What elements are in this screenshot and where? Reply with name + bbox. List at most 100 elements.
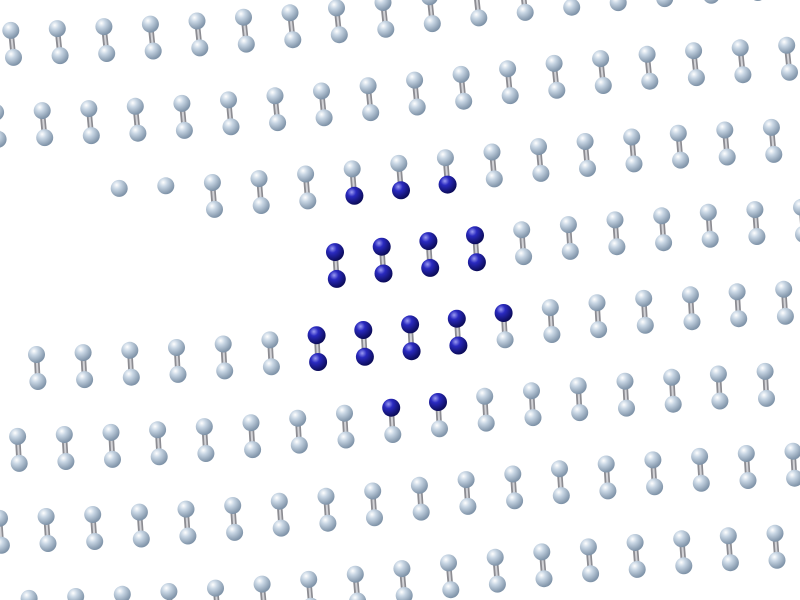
- defect-atom: [419, 232, 438, 251]
- lattice-atom: [86, 533, 104, 550]
- lattice-atom: [486, 548, 504, 566]
- lattice-atom: [561, 242, 579, 260]
- lattice-atom: [76, 371, 94, 389]
- lattice-atom: [599, 482, 617, 500]
- lattice-atom: [319, 514, 337, 532]
- lattice-atom: [250, 170, 268, 188]
- defect-atom: [438, 175, 457, 194]
- lattice-atom: [290, 436, 308, 454]
- lattice-atom: [655, 234, 673, 252]
- lattice-atom: [126, 97, 144, 115]
- lattice-atom: [515, 248, 533, 266]
- lattice-atom: [270, 492, 288, 510]
- lattice-atom: [226, 523, 244, 541]
- lattice-atom: [197, 445, 215, 462]
- lattice-atom: [691, 447, 709, 465]
- lattice-atom: [366, 509, 383, 527]
- lattice-atom: [701, 230, 719, 248]
- lattice-atom: [504, 465, 522, 483]
- lattice-atom: [545, 54, 563, 72]
- lattice-atom: [606, 211, 624, 229]
- lattice-atom: [284, 31, 302, 49]
- lattice-atom: [191, 39, 209, 57]
- lattice-atom: [177, 500, 195, 518]
- defect-atom: [401, 315, 420, 334]
- lattice-atom: [207, 579, 224, 597]
- lattice-atom: [157, 177, 175, 195]
- lattice-atom: [672, 151, 690, 169]
- lattice-atom: [406, 71, 424, 89]
- lattice-atom: [237, 35, 255, 53]
- lattice-atom: [739, 472, 757, 489]
- lattice-atom: [337, 431, 355, 449]
- lattice-atom: [150, 448, 168, 466]
- lattice-atom: [588, 294, 606, 312]
- lattice-atom: [242, 414, 260, 432]
- lattice-atom: [37, 508, 55, 525]
- lattice-atom: [55, 426, 73, 443]
- lattice-atom: [559, 216, 577, 234]
- lattice-atom: [315, 109, 333, 127]
- lattice-atom: [719, 527, 737, 545]
- lattice-atom: [9, 427, 27, 445]
- lattice-atom: [778, 36, 796, 54]
- lattice-atom: [455, 92, 473, 110]
- lattice-atom: [349, 592, 367, 600]
- lattice-atom: [235, 8, 252, 26]
- lattice-atom: [485, 170, 503, 188]
- lattice-atom: [393, 560, 411, 578]
- lattice-atom: [102, 423, 120, 441]
- lattice-atom: [594, 77, 612, 94]
- lattice-atom: [300, 570, 318, 588]
- defect-atom: [309, 353, 328, 371]
- lattice-atom: [252, 197, 270, 214]
- lattice-atom: [440, 554, 457, 572]
- lattice-atom: [0, 509, 8, 527]
- defect-atom: [355, 347, 374, 366]
- lattice-atom: [535, 570, 553, 588]
- lattice-atom: [711, 392, 729, 410]
- lattice-atom: [313, 82, 330, 100]
- lattice-atom: [477, 414, 495, 432]
- lattice-atom: [516, 3, 534, 21]
- lattice-atom: [51, 47, 69, 65]
- lattice-atom: [423, 15, 441, 33]
- lattice-atom: [289, 409, 307, 427]
- lattice-atom: [408, 98, 426, 116]
- lattice-atom: [692, 474, 710, 492]
- lattice-atom: [470, 9, 488, 27]
- lattice-atom: [113, 585, 131, 600]
- lattice-atom: [20, 589, 38, 600]
- lattice-atom: [776, 307, 794, 325]
- lattice-atom: [362, 104, 380, 122]
- lattice-atom: [664, 395, 682, 413]
- lattice-atom: [149, 421, 167, 439]
- defect-atom: [354, 321, 373, 339]
- lattice-atom: [104, 450, 121, 468]
- lattice-atom: [214, 335, 232, 353]
- lattice-atom: [80, 100, 98, 118]
- lattice-atom: [328, 0, 345, 17]
- lattice-atom: [699, 203, 717, 221]
- lattice-atom: [317, 487, 335, 505]
- defect-atom: [372, 237, 391, 256]
- lattice-atom: [336, 404, 353, 422]
- lattice-atom: [253, 575, 271, 593]
- lattice-atom: [203, 174, 221, 191]
- lattice-atom: [130, 503, 148, 521]
- lattice-atom: [173, 94, 191, 112]
- lattice-atom: [2, 21, 20, 39]
- lattice-atom: [216, 362, 234, 380]
- lattice-atom: [793, 198, 800, 216]
- lattice-atom: [222, 118, 240, 136]
- defect-atom: [326, 243, 344, 262]
- lattice-atom: [359, 77, 377, 95]
- lattice-atom: [84, 506, 102, 523]
- defect-atom: [345, 186, 364, 205]
- lattice-atom: [543, 326, 561, 343]
- lattice-atom: [0, 105, 5, 120]
- lattice-atom: [781, 63, 798, 81]
- lattice-atom: [775, 280, 793, 298]
- lattice-atom: [768, 551, 786, 569]
- lattice-atom: [618, 399, 635, 417]
